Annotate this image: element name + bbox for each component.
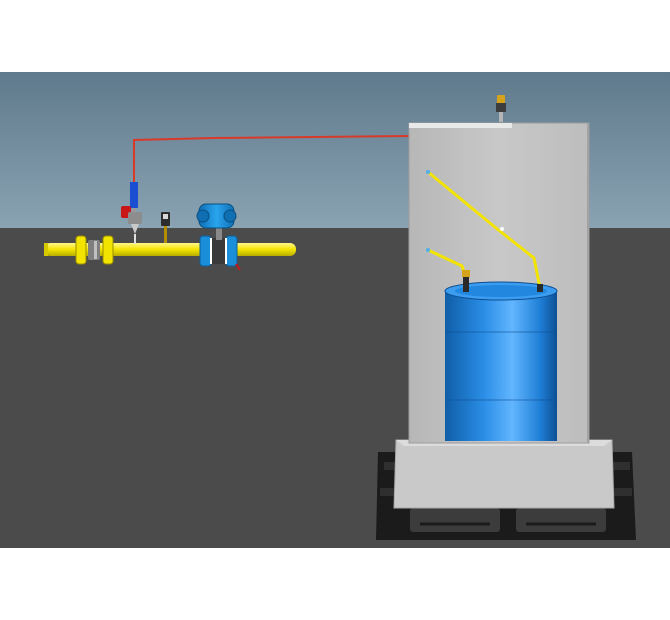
pressure-transmitter-icon[interactable] (161, 212, 170, 243)
blue-drum-icon[interactable] (444, 281, 558, 441)
pipe-flange-icon (75, 235, 114, 265)
ball-valve-icon[interactable] (121, 182, 142, 244)
top-sensor-icon[interactable] (496, 95, 506, 122)
flow-meter-icon[interactable] (196, 203, 241, 271)
cabinet-base (393, 439, 615, 509)
drum-sensor-icon[interactable] (462, 270, 543, 292)
signal-cable-icon (133, 135, 411, 182)
